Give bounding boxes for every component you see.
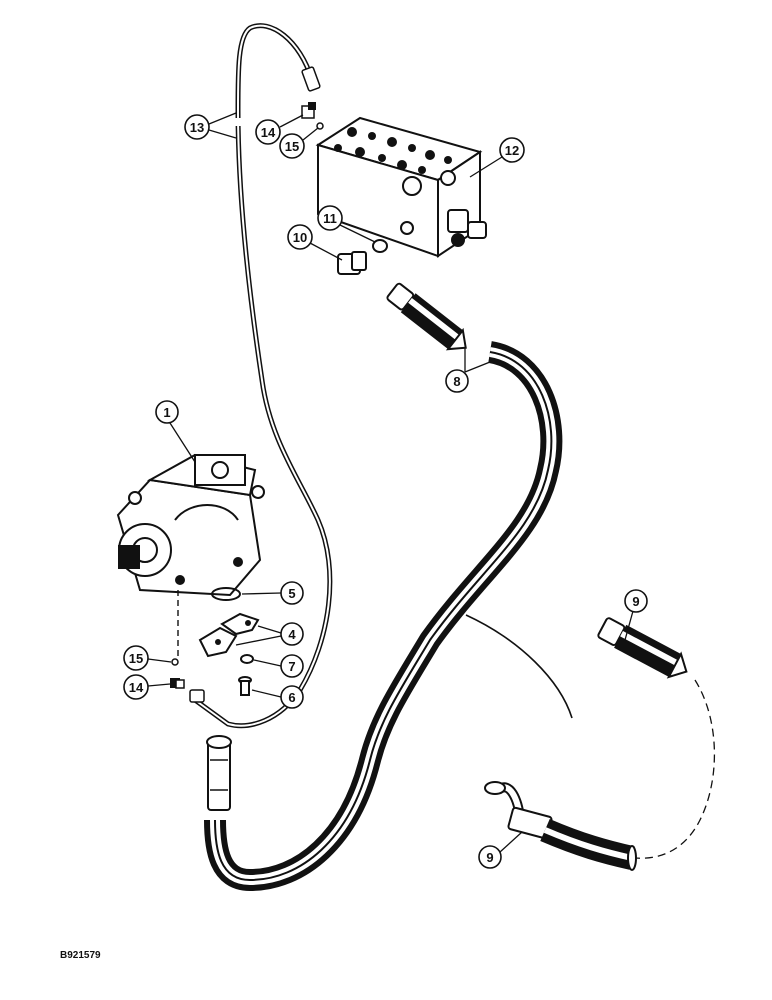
- hose-9: [484, 617, 716, 871]
- callout-10-label: 10: [293, 230, 307, 245]
- callout-15-upper-label: 15: [285, 139, 299, 154]
- control-valve-12: [315, 116, 487, 258]
- callout-14-upper: 14: [255, 114, 304, 145]
- flange-halves-4: [198, 612, 260, 658]
- callout-4-label: 4: [288, 627, 296, 642]
- callout-4: 4: [235, 622, 304, 646]
- callout-5-label: 5: [288, 586, 295, 601]
- callout-9-lower-label: 9: [486, 850, 493, 865]
- figure-reference-code: B921579: [60, 950, 101, 961]
- o-ring-5: [211, 587, 241, 601]
- callout-9-lower: 9: [478, 831, 523, 869]
- callout-7-label: 7: [288, 659, 295, 674]
- callout-1-label: 1: [163, 405, 170, 420]
- seal-15-upper: [316, 122, 324, 130]
- callout-6-label: 6: [288, 690, 295, 705]
- hydraulic-pump-1: [116, 453, 265, 660]
- o-ring-11: [372, 239, 388, 253]
- callout-9-upper-label: 9: [632, 594, 639, 609]
- capscrew-6: [238, 676, 252, 696]
- callout-12: 12: [469, 137, 525, 178]
- callout-6: 6: [251, 685, 304, 709]
- hose-8: [204, 282, 563, 892]
- elbow-fitting-10: [337, 251, 367, 275]
- callout-11: 11: [317, 205, 376, 243]
- callout-1: 1: [155, 400, 196, 463]
- callout-15-upper: 15: [279, 127, 319, 159]
- tube-13: [189, 23, 333, 729]
- callout-13-label: 13: [190, 120, 204, 135]
- callout-9-upper: 9: [624, 589, 648, 641]
- callout-15-lower: 15: [123, 645, 172, 671]
- callout-14-lower-label: 14: [129, 680, 144, 695]
- routing-line: [465, 614, 573, 719]
- callout-8-label: 8: [453, 374, 460, 389]
- callout-12-label: 12: [505, 143, 519, 158]
- callout-11-label: 11: [323, 211, 337, 226]
- elbow-14-upper: [301, 102, 316, 119]
- seal-15-lower: [171, 658, 179, 666]
- callout-5: 5: [241, 581, 304, 605]
- callout-13: 13: [184, 112, 237, 140]
- callout-14-lower: 14: [123, 674, 171, 700]
- callout-15-lower-label: 15: [129, 651, 143, 666]
- callout-10: 10: [287, 224, 343, 261]
- lockwasher-7: [240, 654, 254, 664]
- elbow-14-lower: [170, 678, 185, 689]
- callout-8: 8: [445, 348, 491, 393]
- callout-14-upper-label: 14: [261, 125, 276, 140]
- callout-7: 7: [253, 654, 304, 678]
